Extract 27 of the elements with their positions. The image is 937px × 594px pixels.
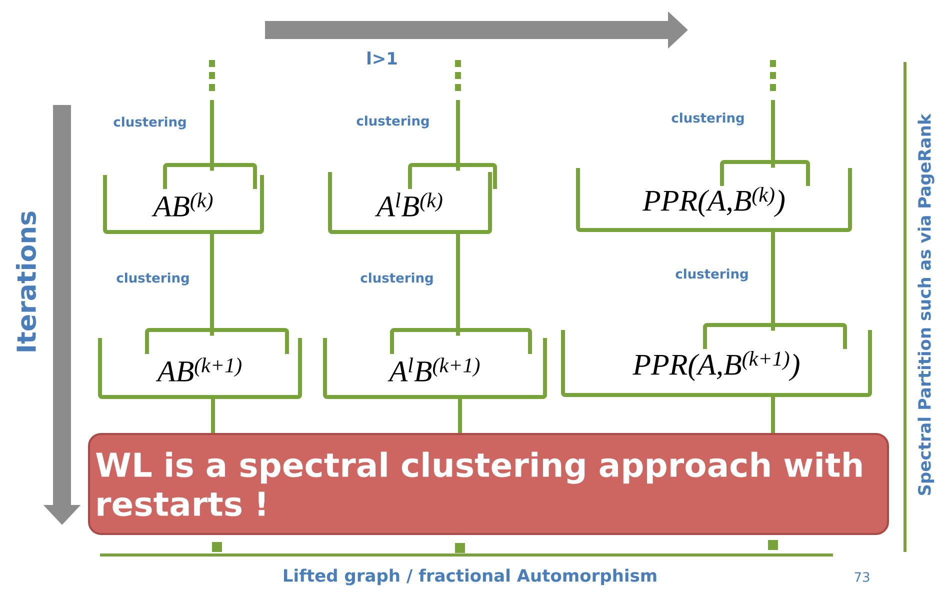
connector-line	[210, 232, 214, 336]
connector-line	[771, 100, 775, 168]
edge-label: clustering	[114, 116, 186, 130]
axis-label: Spectral Partition such as via PageRank	[918, 113, 934, 495]
page-number: 73	[854, 572, 870, 582]
bracket-container: PPR(A,B$^{(k+1)}$)	[561, 323, 872, 397]
edge-label: clustering	[116, 272, 189, 286]
connector-line	[211, 397, 215, 433]
connector-line	[456, 232, 460, 336]
connector-line	[210, 100, 214, 171]
bracket-container: A$^{l}$B$^{(k+1)}$	[323, 328, 547, 399]
bracket-container: A$^{l}$B$^{(k)}$	[328, 163, 497, 234]
callout-box: WL is a spectral clustering approach with restarts !	[88, 433, 889, 535]
axis-label: Iterations	[16, 212, 36, 352]
axis-label: Lifted graph / fractional Automorphism	[284, 568, 656, 586]
edge-label: clustering	[672, 112, 744, 126]
axis-label: l>1	[367, 52, 397, 64]
edge-label: clustering	[676, 268, 748, 282]
connector-line	[458, 397, 462, 433]
edge-label: clustering	[360, 272, 433, 286]
connector-line	[771, 230, 775, 331]
bracket-container: PPR(A,B$^{(k)}$)	[576, 160, 852, 232]
connector-line	[456, 100, 460, 171]
bracket-container: AB$^{(k)}$	[103, 163, 264, 234]
connector-line	[771, 395, 775, 433]
edge-label: clustering	[356, 116, 429, 128]
bracket-container: AB$^{(k+1)}$	[98, 328, 302, 399]
